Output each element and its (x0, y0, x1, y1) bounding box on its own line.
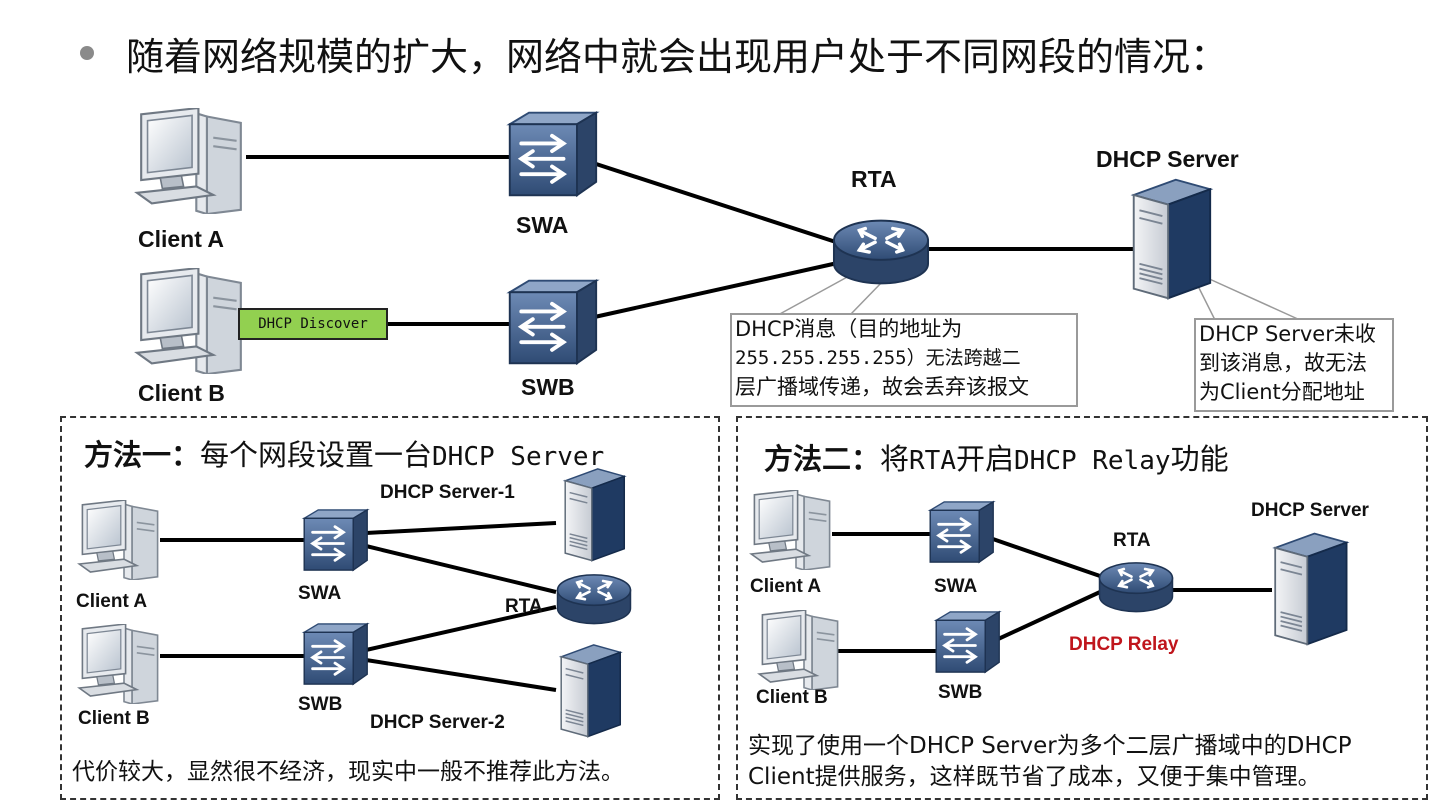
m2-swb-switch-icon (932, 610, 1002, 674)
dhcp-discover-packet: DHCP Discover (238, 308, 388, 340)
m2-dhcp-server-icon (1268, 530, 1352, 646)
m1-link-swb-rta (365, 605, 557, 652)
link-swa-rta (589, 160, 843, 246)
m2-rta-router-icon (1098, 556, 1174, 620)
dhcp-server-label: DHCP Server (1096, 146, 1239, 172)
rta-label: RTA (851, 166, 897, 192)
client-b-pc-icon (132, 268, 250, 374)
m1-server1-label: DHCP Server-1 (380, 482, 515, 503)
m2-rta-label: RTA (1113, 530, 1151, 551)
client-b-label: Client B (138, 380, 225, 406)
method-1-heading-mono: DHCP Server (432, 442, 605, 472)
title-bullet (80, 46, 94, 60)
method-1-footer: 代价较大，显然很不经济，现实中一般不推荐此方法。 (72, 759, 624, 785)
top-diagram-links (160, 155, 1301, 692)
m1-client-a-label: Client A (76, 591, 148, 612)
swb-label: SWB (521, 374, 575, 400)
m1-swb-switch-icon (300, 622, 370, 686)
m1-rta-router-icon (556, 568, 632, 632)
m1-server1-icon (558, 466, 630, 562)
m1-client-b-pc-icon (76, 624, 164, 704)
swa-switch-icon (504, 110, 600, 198)
callout-line-server-2 (1204, 276, 1301, 321)
router-note-line: 层广播域传递，故会丢弃该报文 (735, 375, 1029, 399)
server-note-line: 到该消息，故无法 (1199, 351, 1367, 375)
m2-swa-switch-icon (926, 500, 996, 564)
m1-server2-icon (554, 642, 626, 738)
m1-server2-label: DHCP Server-2 (370, 712, 505, 733)
method-1-heading-text: 每个网段设置一台 (200, 438, 433, 472)
server-note-line: 为Client分配地址 (1199, 380, 1365, 404)
method-2-heading-text: 功能 (1170, 442, 1229, 476)
m1-swa-switch-icon (300, 508, 370, 572)
m1-swa-label: SWA (298, 583, 342, 604)
method-1-heading: 方法一：每个网段设置一台DHCP Server (84, 432, 604, 474)
client-a-label: Client A (138, 226, 225, 252)
page-title: 随着网络规模的扩大，网络中就会出现用户处于不同网段的情况： (126, 35, 1229, 79)
router-note-line: DHCP消息（目的地址为 (735, 317, 963, 341)
m2-link-swb-rta (995, 590, 1101, 642)
server-note-line: DHCP Server未收 (1199, 322, 1376, 346)
link-swb-rta (589, 260, 843, 320)
swa-label: SWA (516, 212, 569, 238)
method-2-footer-line-2: Client提供服务，这样既节省了成本，又便于集中管理。 (748, 764, 1321, 790)
router-drop-note: DHCP消息（目的地址为 255.255.255.255）无法跨越二 层广播域传… (730, 313, 1078, 407)
m2-client-a-label: Client A (750, 576, 822, 597)
client-a-pc-icon (132, 108, 250, 214)
m2-link-swa-rta (989, 536, 1101, 578)
m1-link-swb-server2 (365, 658, 557, 692)
m2-client-b-label: Client B (756, 687, 828, 708)
m1-link-swa-server1 (365, 521, 557, 535)
callout-line-router-2 (849, 279, 885, 316)
dhcp-server-icon (1128, 174, 1214, 302)
method-1-heading-bold: 方法一： (84, 438, 201, 472)
m2-swa-label: SWA (934, 576, 978, 597)
m2-swb-label: SWB (938, 682, 983, 703)
router-note-line: 255.255.255.255）无法跨越二 (735, 347, 1021, 369)
rta-router-icon (832, 210, 930, 296)
m1-client-b-label: Client B (78, 708, 150, 729)
swb-switch-icon (504, 278, 600, 366)
method-2-heading: 方法二：将RTA开启DHCP Relay功能 (764, 436, 1229, 478)
method-2-heading-rta: RTA (909, 446, 956, 476)
method-2-heading-bold: 方法二： (764, 442, 881, 476)
method-2-heading-text: 将 (880, 442, 910, 476)
method-2-heading-relay: DHCP Relay (1014, 446, 1171, 476)
method-2-heading-text: 开启 (956, 442, 1015, 476)
method-2-footer-line-1: 实现了使用一个DHCP Server为多个二层广播域中的DHCP (748, 733, 1352, 759)
m2-dhcp-relay-label: DHCP Relay (1069, 634, 1179, 655)
m2-client-a-pc-icon (748, 490, 836, 570)
m1-swb-label: SWB (298, 694, 343, 715)
m1-rta-label: RTA (505, 596, 543, 617)
m1-link-swa-rta (365, 544, 557, 594)
m1-client-a-pc-icon (76, 500, 164, 580)
server-no-reply-note: DHCP Server未收 到该消息，故无法 为Client分配地址 (1194, 318, 1394, 412)
m2-dhcp-server-label: DHCP Server (1251, 500, 1369, 521)
m2-client-b-pc-icon (756, 610, 844, 690)
